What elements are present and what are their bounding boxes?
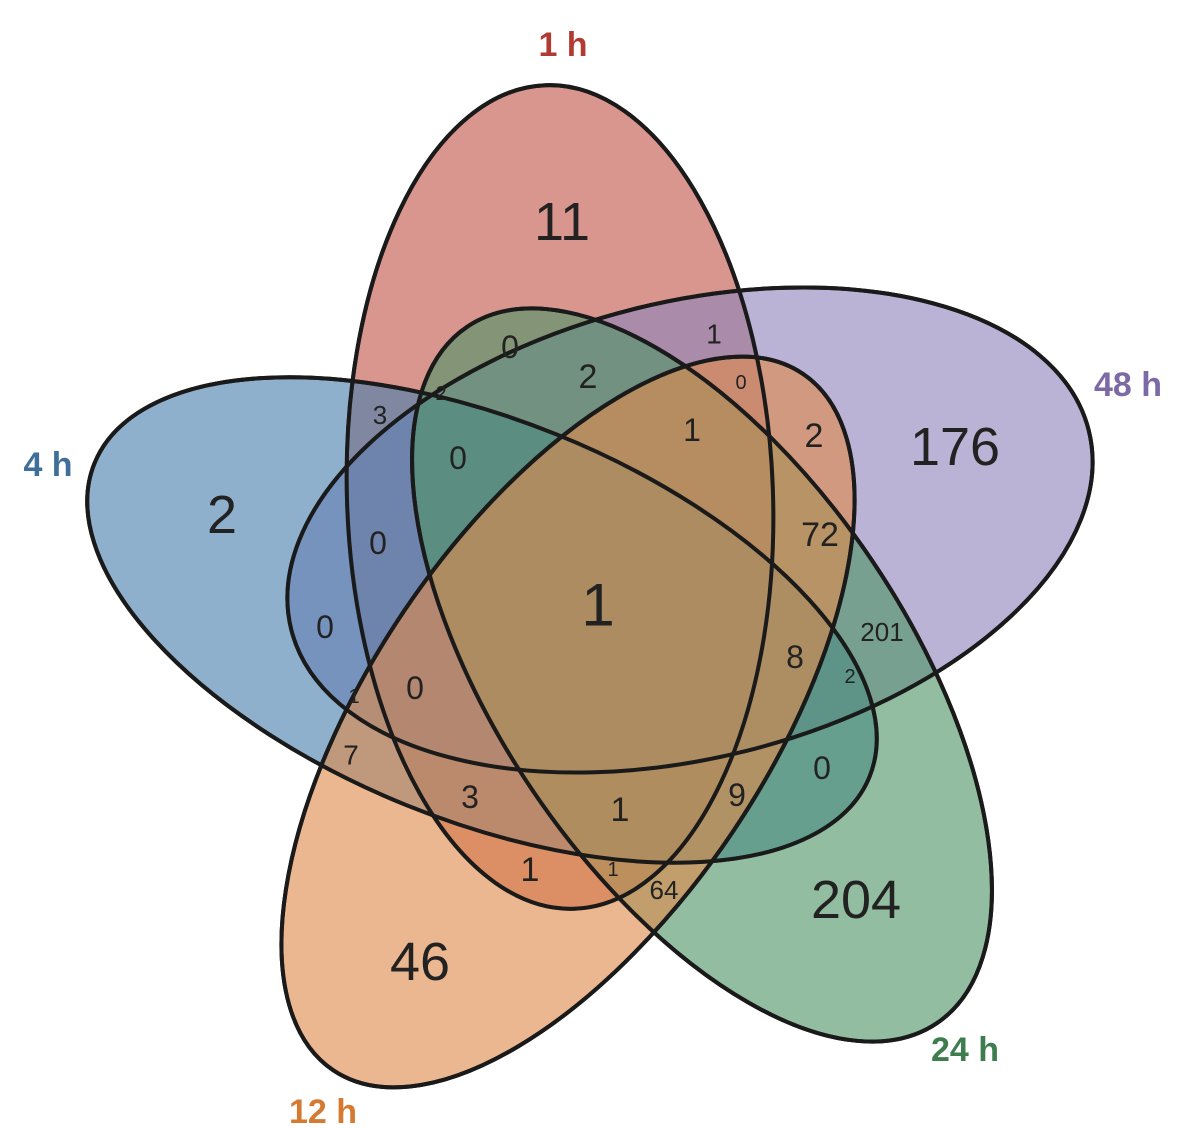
region-count: 204 — [811, 870, 901, 930]
region-count: 2 — [805, 417, 824, 455]
region-count: 0 — [316, 609, 334, 645]
region-count: 46 — [390, 932, 450, 992]
region-count: 2 — [579, 358, 598, 396]
region-count: 7 — [343, 740, 359, 771]
region-count: 11 — [534, 192, 590, 252]
set-outline-24h — [410, 306, 994, 1044]
region-count: 2 — [435, 383, 446, 405]
region-count: 1 — [581, 572, 614, 639]
region-count: 0 — [735, 372, 746, 394]
region-count: 1 — [521, 851, 540, 889]
region-count: 72 — [801, 516, 839, 554]
region-count: 0 — [406, 670, 424, 706]
region-count: 176 — [910, 417, 1000, 477]
region-count: 1 — [706, 319, 722, 350]
region-count: 0 — [813, 750, 831, 786]
set-label-48h: 48 h — [1094, 366, 1162, 404]
set-label-12h: 12 h — [289, 1093, 357, 1128]
region-count: 0 — [449, 440, 467, 476]
region-count: 0 — [369, 525, 387, 561]
set-label-1h: 1 h — [538, 26, 587, 64]
region-count: 1 — [611, 791, 630, 829]
region-count: 64 — [650, 875, 679, 905]
region-count: 1 — [607, 859, 618, 881]
region-count: 3 — [461, 779, 479, 815]
set-label-4h: 4 h — [23, 446, 72, 484]
set-outline-12h — [279, 354, 857, 1090]
region-count: 2 — [207, 485, 237, 545]
region-count: 0 — [501, 329, 519, 365]
region-count: 3 — [373, 400, 387, 430]
region-count: 1 — [348, 686, 359, 708]
region-count: 201 — [860, 617, 903, 647]
set-outline-4h — [85, 375, 879, 865]
region-count: 9 — [728, 777, 746, 813]
region-count: 8 — [786, 639, 804, 675]
region-count: 2 — [844, 666, 855, 688]
region-count: 1 — [683, 412, 701, 448]
set-outline-48h — [285, 285, 1095, 775]
set-outline-1h — [344, 83, 776, 911]
set-label-24h: 24 h — [931, 1031, 999, 1069]
